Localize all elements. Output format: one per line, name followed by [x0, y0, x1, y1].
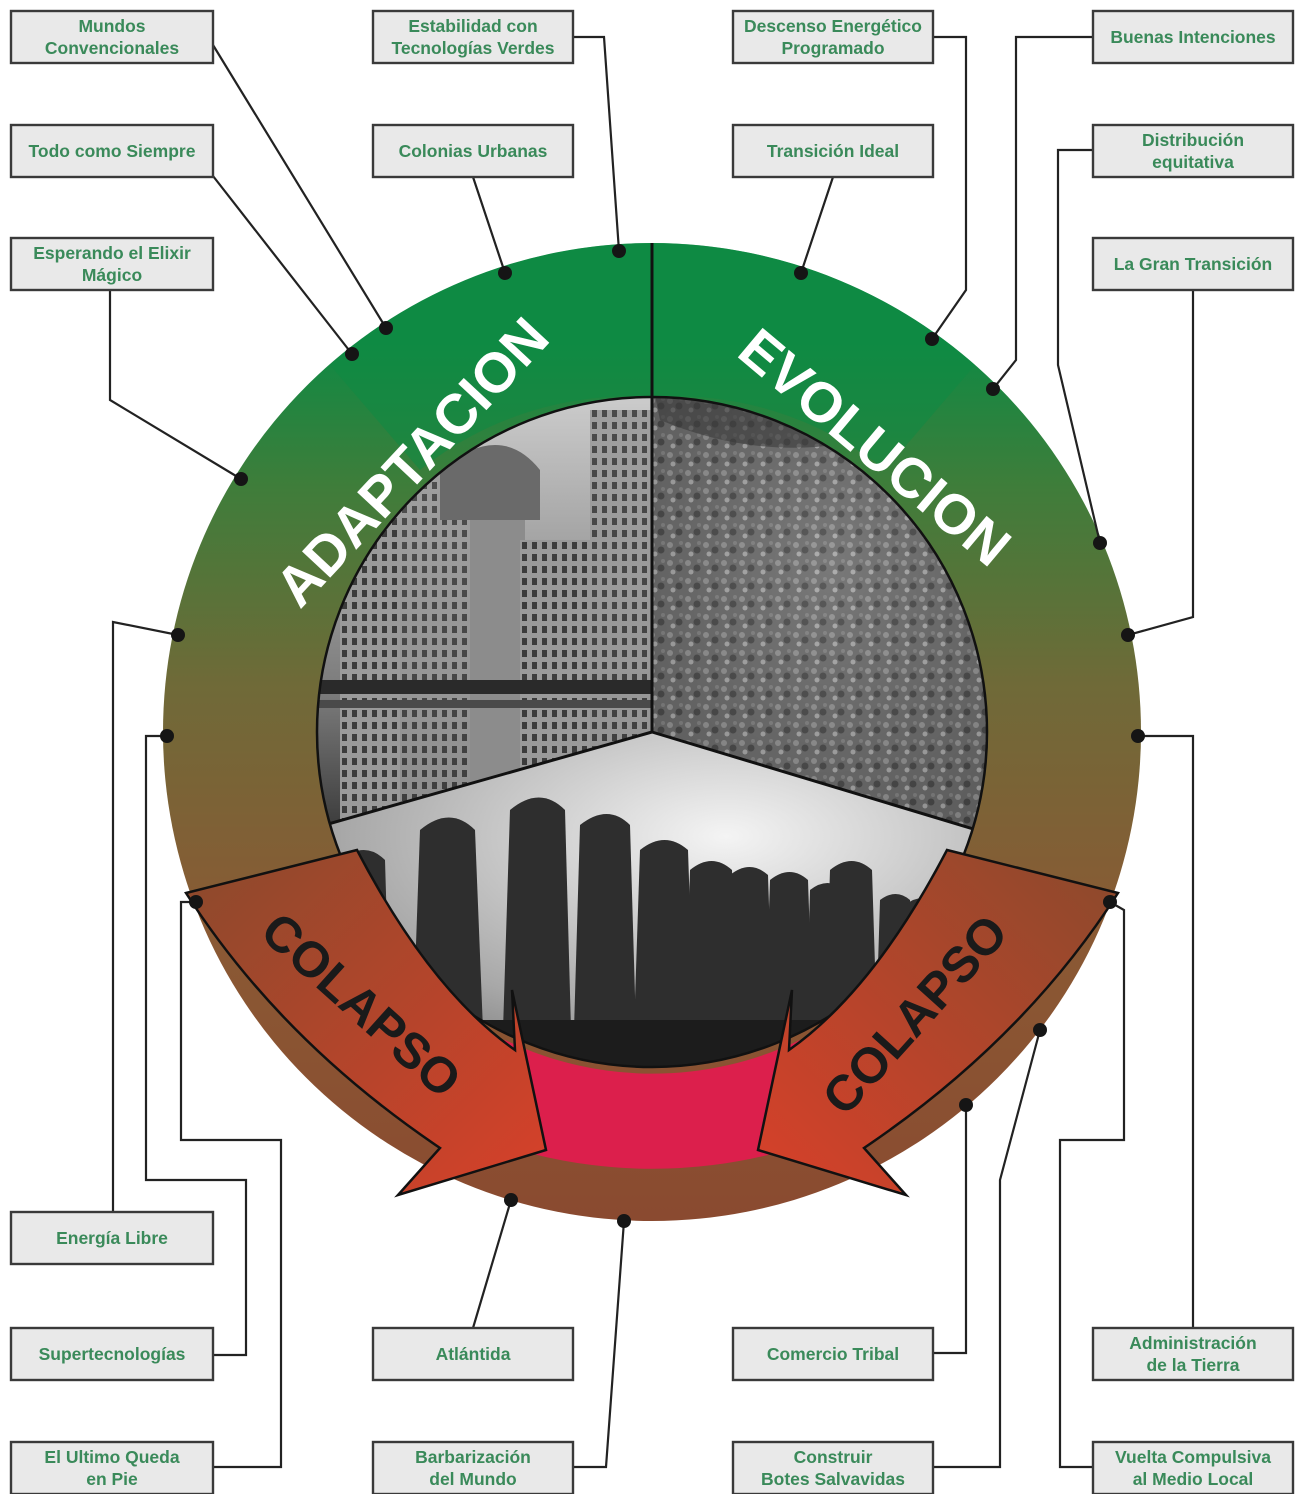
leader-line-buenas-intenciones [992, 35, 1093, 390]
leader-line-distribucion-equitativa [1056, 148, 1102, 544]
scenario-label: Colonias Urbanas [399, 141, 548, 161]
anchor-dot-buenas-intenciones [986, 382, 1000, 396]
scenario-label: Buenas Intenciones [1110, 27, 1276, 47]
leader-line-ultimo-queda-en-pie [179, 900, 283, 1469]
anchor-dot-barbarizacion [617, 1214, 631, 1228]
scenario-label: Programado [781, 38, 884, 58]
scenario-box-colonias-urbanas: Colonias Urbanas [371, 123, 575, 179]
colapso-right-arrow [756, 848, 1120, 1198]
scenario-box-transicion-ideal: Transición Ideal [731, 123, 935, 179]
scenario-label: Energía Libre [56, 1228, 168, 1248]
leader-lines [108, 35, 1195, 1469]
leader-line-mundos-convencionales [212, 44, 387, 329]
scenario-box-comercio-tribal: Comercio Tribal [731, 1326, 935, 1382]
anchor-dot-descenso-energetico [925, 332, 939, 346]
scenario-label: de la Tierra [1146, 1355, 1239, 1375]
anchor-dot-energia-libre [171, 628, 185, 642]
scenario-label: Estabilidad con [408, 16, 537, 36]
leader-line-descenso-energetico [931, 35, 968, 340]
anchor-dot-ultimo-queda-en-pie [189, 895, 203, 909]
leader-line-comercio-tribal [933, 1105, 968, 1355]
leader-line-supertecnologias [144, 734, 248, 1357]
leader-line-botes-salvavidas [933, 1029, 1042, 1469]
anchor-dot-distribucion-equitativa [1093, 536, 1107, 550]
scenario-label: Botes Salvavidas [761, 1469, 905, 1489]
scenario-label: Todo como Siempre [29, 141, 196, 161]
scenario-label: Supertecnologías [39, 1344, 186, 1364]
anchor-dot-esperando-elixir [234, 472, 248, 486]
leader-line-atlantida [471, 1199, 513, 1329]
scenario-label: Mundos [78, 16, 145, 36]
scenario-label: Tecnologías Verdes [391, 38, 554, 58]
scenario-label: El Ultimo Queda [44, 1447, 179, 1467]
leader-line-barbarizacion [573, 1220, 626, 1469]
scenario-label: Vuelta Compulsiva [1115, 1447, 1271, 1467]
anchor-dot-administracion-tierra [1131, 729, 1145, 743]
scenario-label: al Medio Local [1133, 1469, 1254, 1489]
leader-line-colonias-urbanas [471, 176, 507, 274]
colapso-left-arrow [184, 848, 548, 1198]
scenario-box-energia-libre: Energía Libre [9, 1210, 215, 1266]
scenario-label: Atlántida [436, 1344, 511, 1364]
scenario-label: del Mundo [429, 1469, 516, 1489]
scenario-label: equitativa [1152, 152, 1234, 172]
scenario-label: Convencionales [45, 38, 179, 58]
scenario-label: Distribución [1142, 130, 1244, 150]
scenario-label: Construir [794, 1447, 873, 1467]
leader-line-gran-transicion [1127, 290, 1195, 637]
scenario-label: Comercio Tribal [767, 1344, 899, 1364]
anchor-dot-atlantida [504, 1193, 518, 1207]
anchor-dot-transicion-ideal [794, 266, 808, 280]
scenario-box-atlantida: Atlántida [371, 1326, 575, 1382]
scenario-box-gran-transicion: La Gran Transición [1091, 236, 1295, 292]
scenario-label: Administración [1129, 1333, 1256, 1353]
anchor-dot-colonias-urbanas [498, 266, 512, 280]
anchor-dot-comercio-tribal [959, 1098, 973, 1112]
scenario-box-supertecnologias: Supertecnologías [9, 1326, 215, 1382]
scenario-label: Esperando el Elixir [33, 243, 191, 263]
leader-line-todo-como-siempre [212, 175, 353, 355]
evolucion-band [652, 243, 975, 470]
anchor-dot-botes-salvavidas [1033, 1023, 1047, 1037]
scenario-box-todo-como-siempre: Todo como Siempre [9, 123, 215, 179]
adaptacion-band [330, 243, 652, 470]
scenario-label: Descenso Energético [744, 16, 922, 36]
anchor-dot-vuelta-medio-local [1103, 895, 1117, 909]
anchor-dot-gran-transicion [1121, 628, 1135, 642]
leader-line-energia-libre [111, 620, 179, 1212]
leader-line-transicion-ideal [799, 176, 835, 274]
leader-line-administracion-tierra [1138, 734, 1195, 1328]
leader-line-esperando-elixir [108, 290, 242, 480]
scenario-label: Transición Ideal [767, 141, 899, 161]
scenario-label: Barbarización [415, 1447, 531, 1467]
anchor-dot-supertecnologias [160, 729, 174, 743]
scenario-label: en Pie [86, 1469, 138, 1489]
anchor-dot-estabilidad-tecnologias-verdes [612, 244, 626, 258]
scenario-label: La Gran Transición [1114, 254, 1273, 274]
anchor-dot-mundos-convencionales [379, 321, 393, 335]
scenario-label: Mágico [82, 265, 142, 285]
scenario-box-buenas-intenciones: Buenas Intenciones [1091, 9, 1295, 65]
anchor-dot-todo-como-siempre [345, 347, 359, 361]
leader-line-estabilidad-tecnologias-verdes [573, 35, 621, 252]
leader-line-vuelta-medio-local [1058, 901, 1126, 1469]
